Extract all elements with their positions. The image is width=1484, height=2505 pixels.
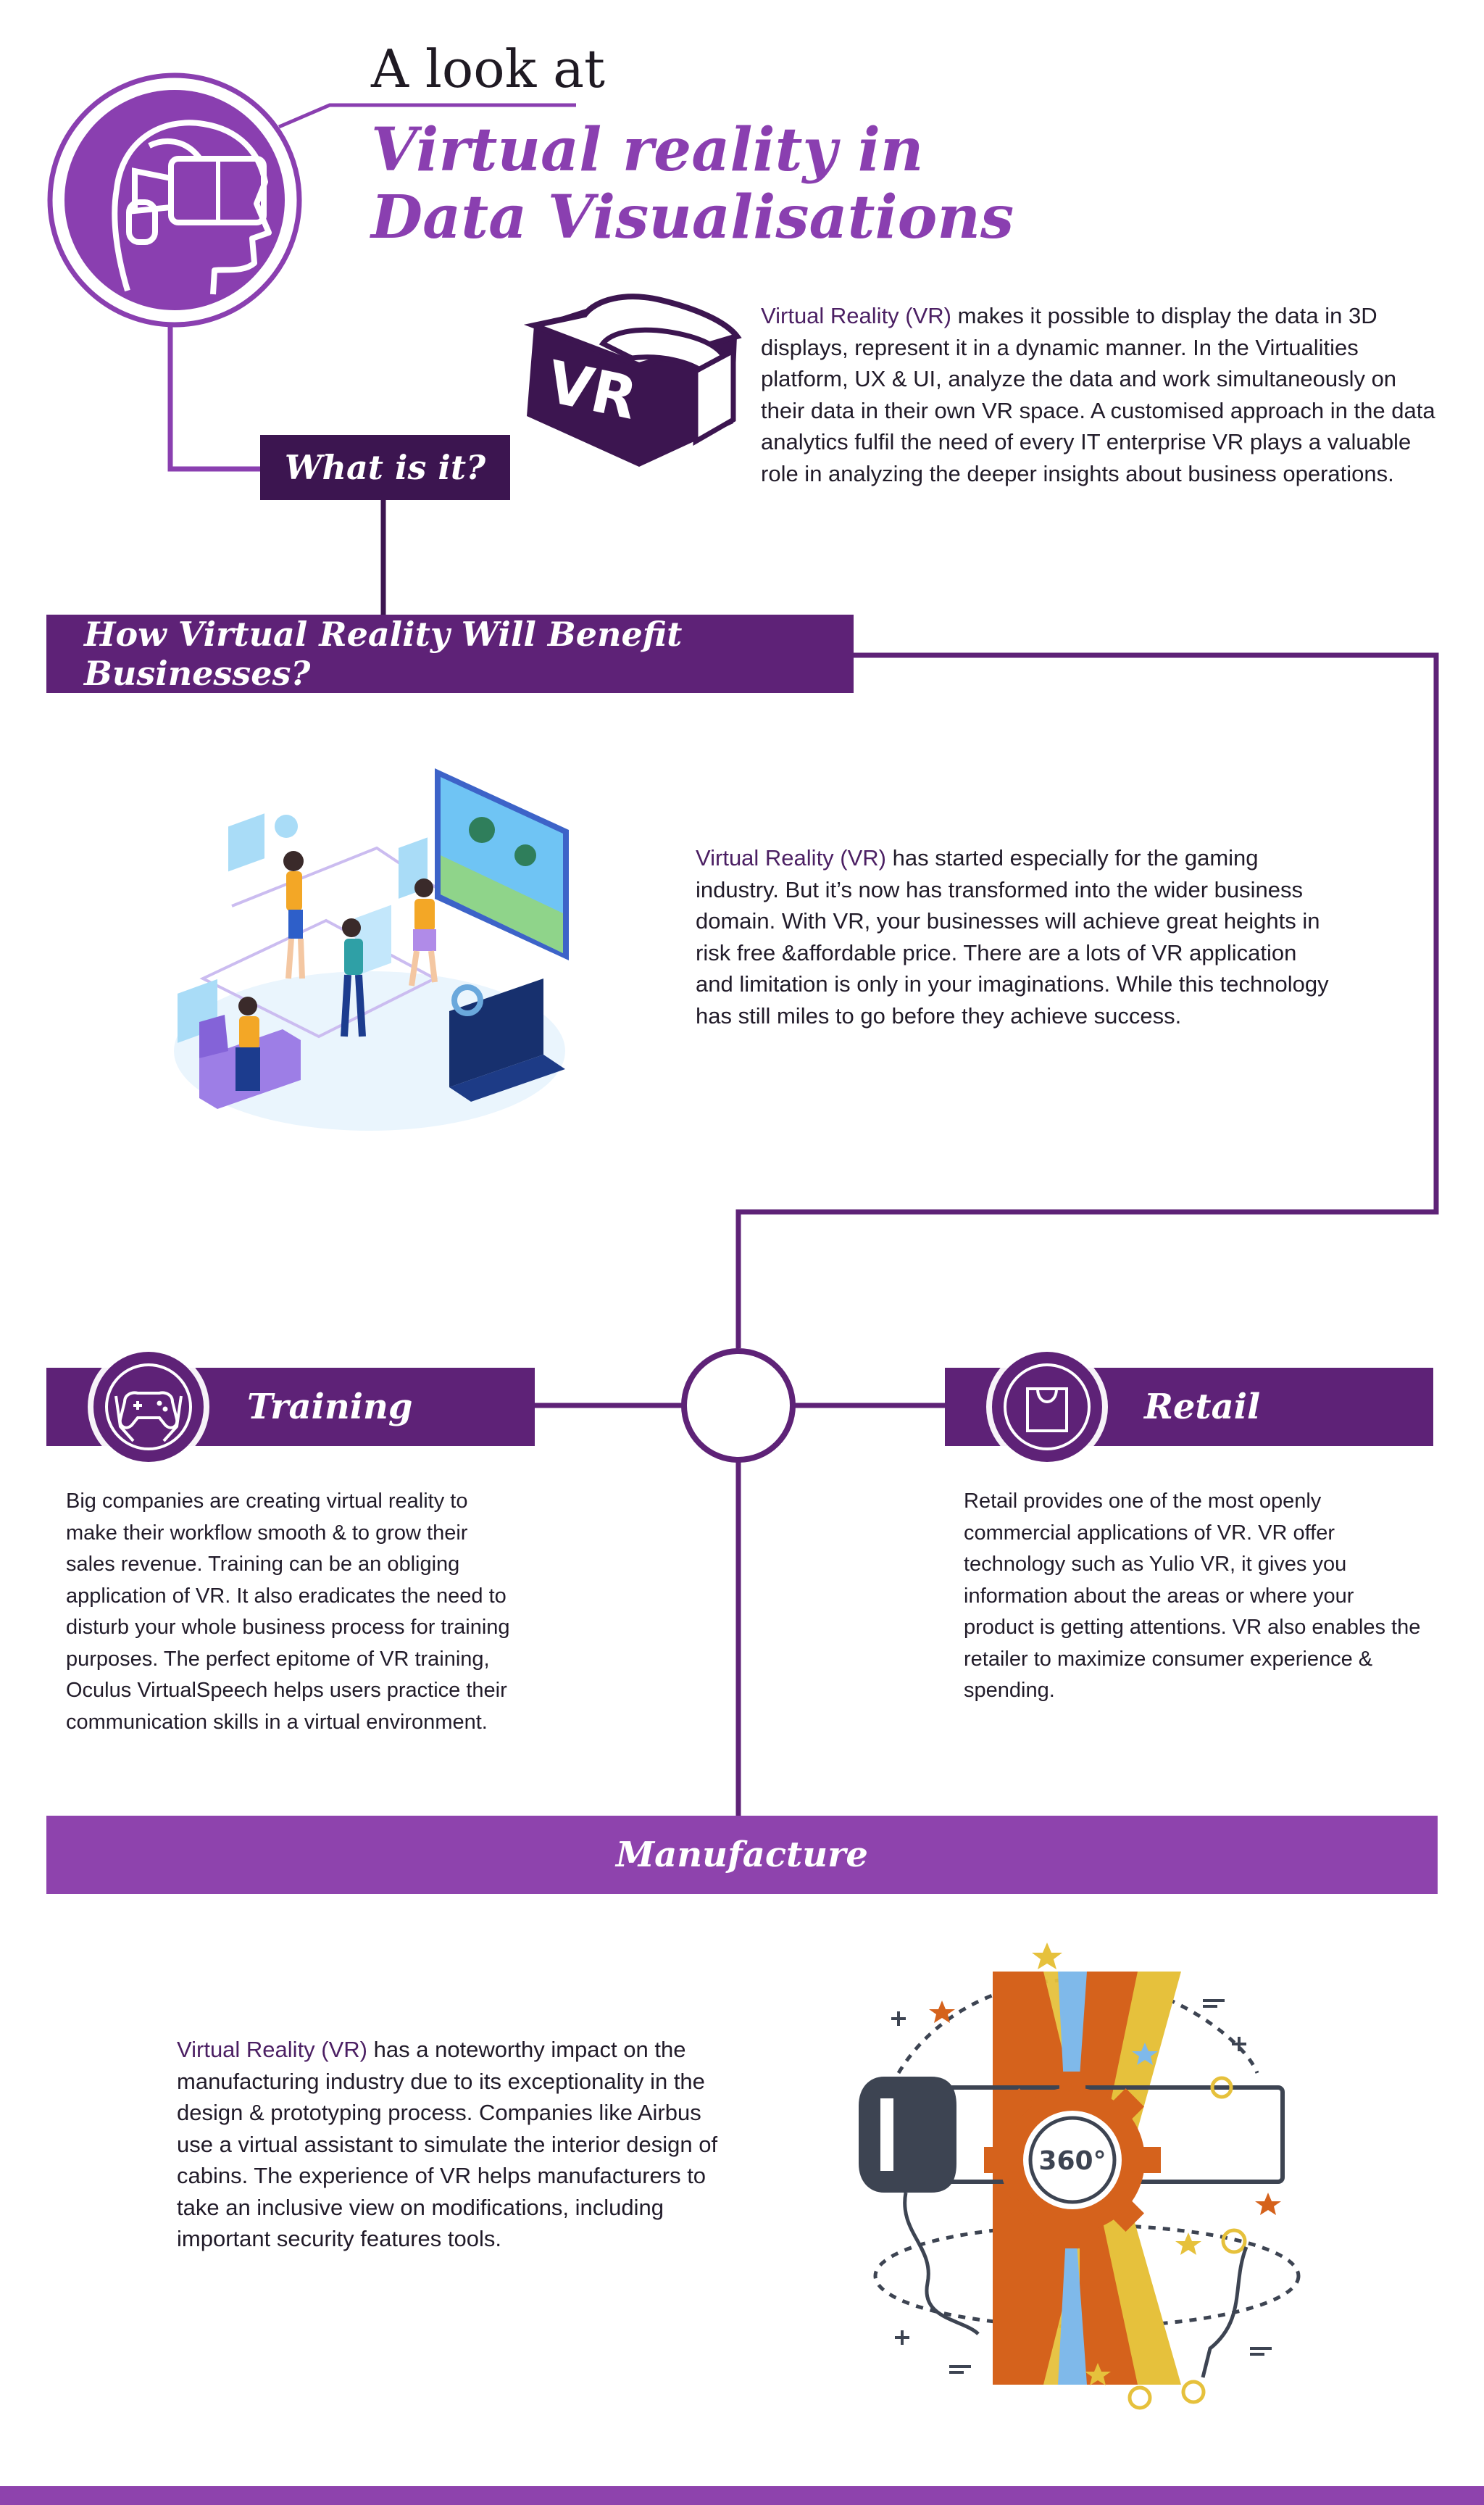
360-badge-text: 360°	[1038, 2146, 1106, 2176]
retail-heading-label: Retail	[1144, 1387, 1261, 1427]
header-kicker: A look at	[371, 38, 605, 99]
benefits-text: has started especially for the gaming in…	[696, 845, 1329, 1029]
vr-office-illustration	[174, 768, 569, 1131]
what-is-it-heading: What is it?	[260, 435, 510, 500]
manufacture-lead: Virtual Reality (VR)	[177, 2037, 368, 2062]
page-title-line1: Virtual reality in	[371, 115, 924, 185]
retail-paragraph: Retail provides one of the most openly c…	[964, 1490, 1421, 1702]
shopping-bag-icon	[986, 1346, 1108, 1468]
what-is-it-heading-label: What is it?	[284, 448, 486, 487]
benefits-heading: How Virtual Reality Will Benefit Busines…	[46, 615, 854, 693]
gamepad-hands-icon	[88, 1346, 209, 1468]
hub-circle	[681, 1348, 796, 1463]
training-heading-label: Training	[247, 1387, 413, 1427]
training-paragraph: Big companies are creating virtual reali…	[66, 1490, 510, 1734]
manufacture-heading: Manufacture	[46, 1816, 1438, 1894]
manufacture-heading-label: Manufacture	[616, 1835, 868, 1875]
benefits-heading-label: How Virtual Reality Will Benefit Busines…	[84, 615, 683, 693]
benefits-lead: Virtual Reality (VR)	[696, 845, 887, 871]
vr-goggles-icon: VR	[523, 294, 742, 467]
footer-bar	[0, 2486, 1484, 2505]
what-is-it-lead: Virtual Reality (VR)	[761, 303, 952, 328]
manufacture-paragraph: Virtual Reality (VR) has a noteworthy im…	[177, 2034, 742, 2255]
360-gear-vr-icon: 360°	[859, 1943, 1301, 2410]
page-title-line2: Data Visualisations	[371, 183, 1014, 252]
benefits-paragraph: Virtual Reality (VR) has started especia…	[696, 842, 1333, 1031]
manufacture-text: has a noteworthy impact on the manufactu…	[177, 2037, 718, 2251]
what-is-it-paragraph: Virtual Reality (VR) makes it possible t…	[761, 300, 1446, 489]
vr-headset-head-icon	[47, 72, 302, 328]
what-is-it-text: makes it possible to display the data in…	[761, 303, 1435, 486]
